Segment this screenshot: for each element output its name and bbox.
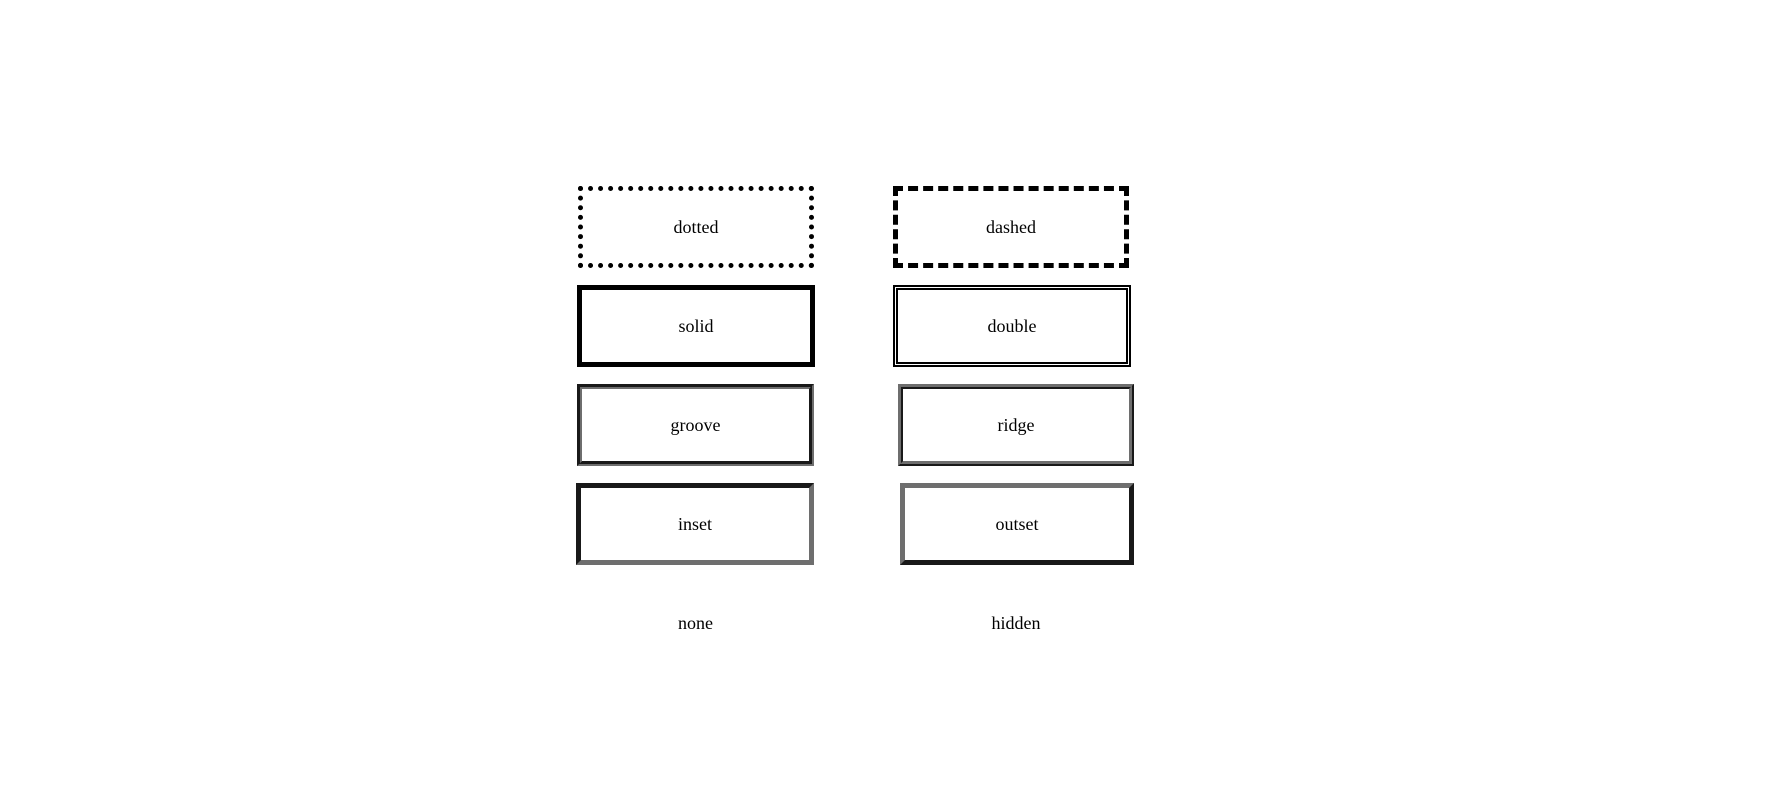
dotted-label: dotted bbox=[673, 217, 719, 237]
double-label: double bbox=[987, 316, 1037, 336]
inset-label: inset bbox=[678, 514, 712, 534]
solid-border-box: solid bbox=[577, 285, 815, 367]
double-border-box: double bbox=[893, 285, 1131, 367]
dashed-border-box: dashed bbox=[893, 186, 1129, 268]
ridge-label: ridge bbox=[997, 415, 1035, 435]
ridge-border-box: ridge bbox=[898, 384, 1134, 466]
none-label: none bbox=[678, 613, 713, 633]
dotted-border-box: dotted bbox=[578, 186, 814, 268]
groove-label: groove bbox=[670, 415, 721, 435]
solid-label: solid bbox=[678, 316, 714, 336]
none-border-box: none bbox=[577, 582, 814, 664]
outset-label: outset bbox=[995, 514, 1039, 534]
inset-border-box: inset bbox=[576, 483, 814, 565]
dashed-label: dashed bbox=[986, 217, 1036, 237]
groove-border-box: groove bbox=[577, 384, 814, 466]
hidden-border-box: hidden bbox=[898, 582, 1134, 664]
outset-border-box: outset bbox=[900, 483, 1134, 565]
hidden-label: hidden bbox=[991, 613, 1041, 633]
